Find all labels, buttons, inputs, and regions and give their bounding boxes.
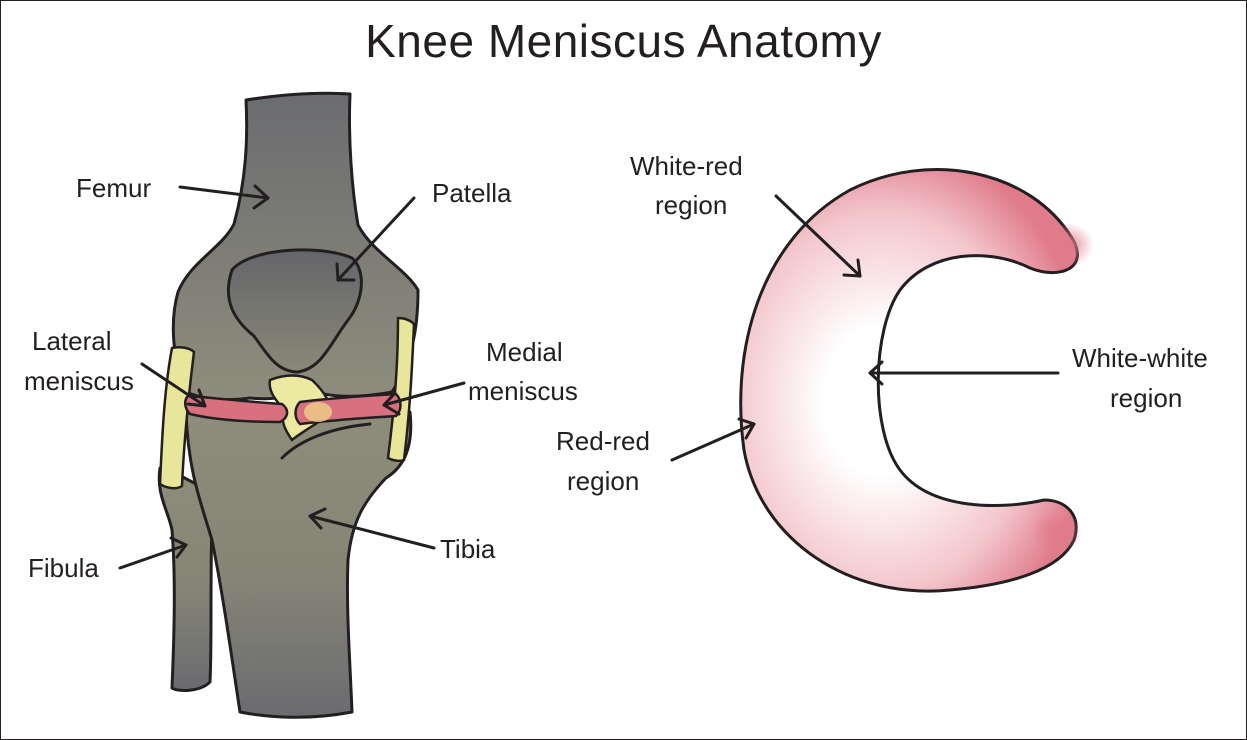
meniscus-crescent: [741, 170, 1078, 592]
label-white-white-line1: White-white: [1072, 343, 1208, 373]
arrow-white-white: [870, 362, 1058, 384]
label-white-red-line1: White-red: [630, 151, 743, 181]
label-white-red-line2: region: [655, 190, 727, 220]
label-red-red-line2: region: [567, 466, 639, 496]
label-tibia: Tibia: [440, 534, 496, 564]
tibia-bone: [186, 412, 411, 717]
label-medial-line1: Medial: [486, 337, 563, 367]
label-femur: Femur: [76, 173, 151, 203]
label-red-red-line1: Red-red: [556, 426, 650, 456]
meniscus-ligament-highlight: [304, 402, 332, 422]
label-patella: Patella: [432, 178, 512, 208]
meniscus-tip-shading-bottom: [1030, 510, 1082, 554]
meniscus-tip-shading-top: [1042, 223, 1094, 267]
label-white-white-line2: region: [1110, 383, 1182, 413]
label-lateral-line2: meniscus: [24, 366, 134, 396]
label-lateral-line1: Lateral: [32, 326, 112, 356]
label-medial-line2: meniscus: [468, 376, 578, 406]
label-fibula: Fibula: [28, 553, 99, 583]
